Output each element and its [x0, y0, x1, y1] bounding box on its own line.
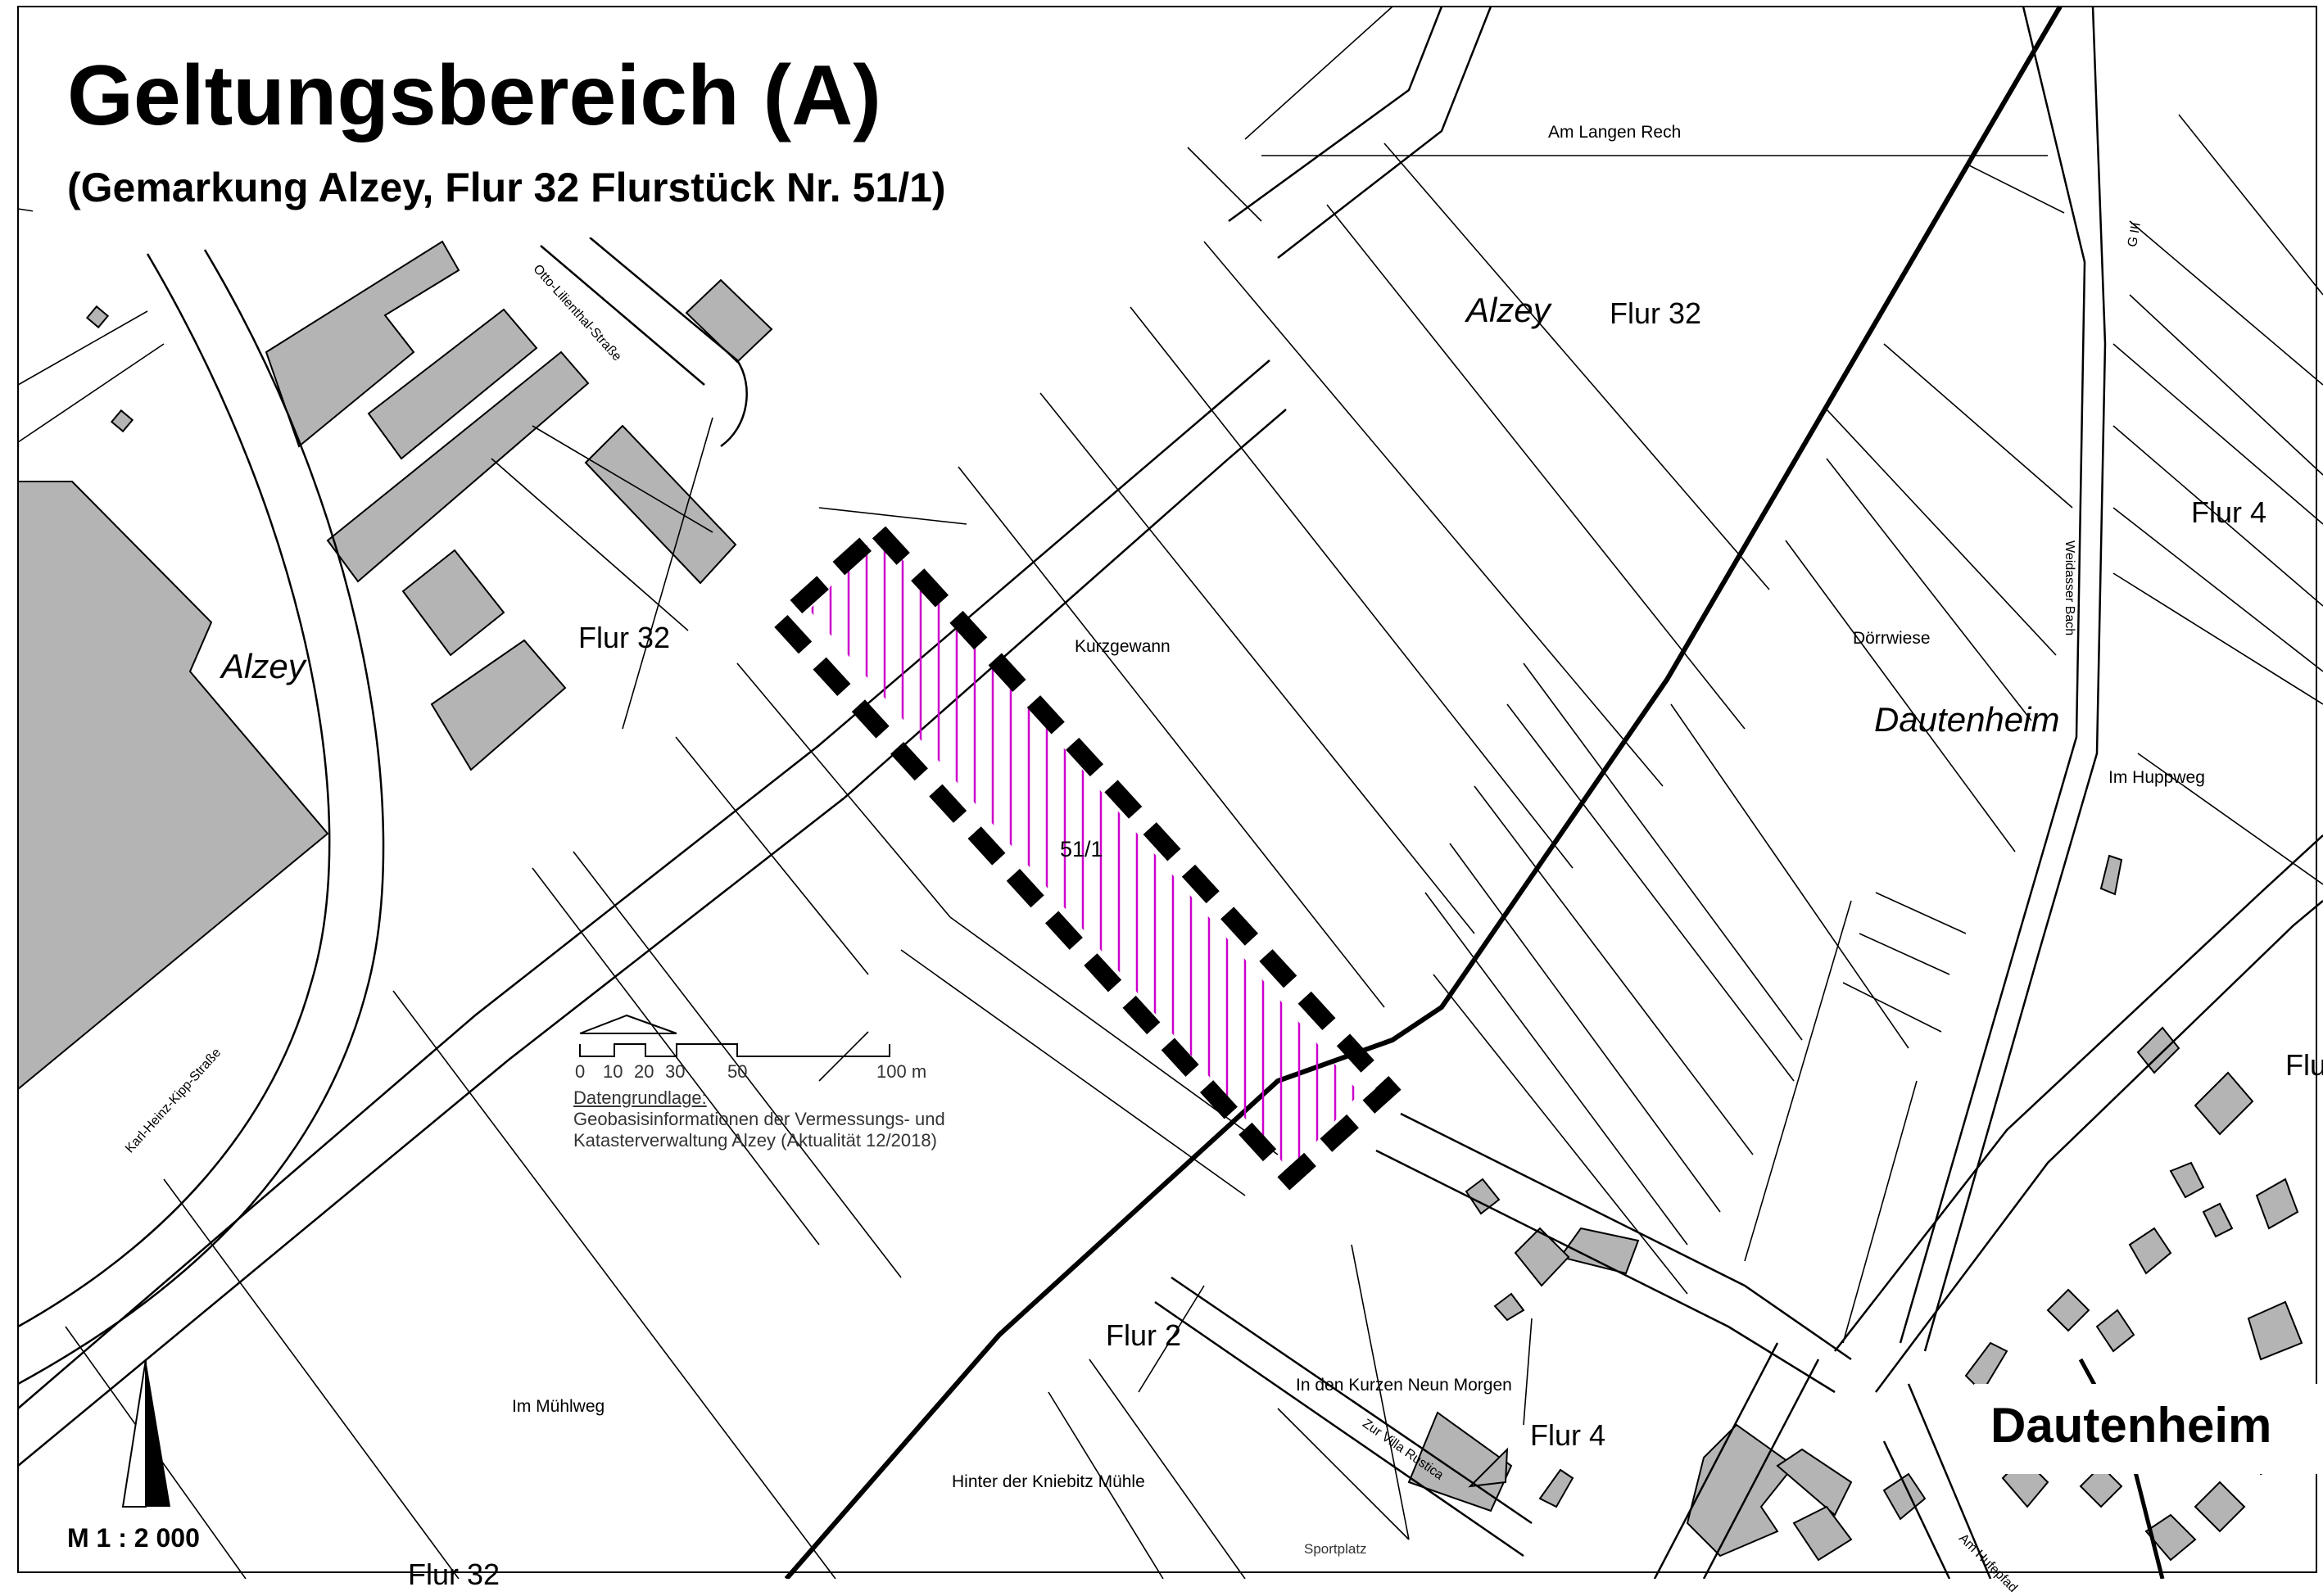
flur-label-4-bottom: Flur 4	[1530, 1418, 1606, 1452]
source-heading: Datengrundlage:	[573, 1087, 707, 1108]
field-am-langen-rech: Am Langen Rech	[1548, 123, 1682, 142]
map-scale: M 1 : 2 000	[67, 1523, 200, 1553]
field-im-muehlweg: Im Mühlweg	[512, 1397, 605, 1416]
field-hinter-der-kniebitz-muehle: Hinter der Kniebitz Mühle	[952, 1472, 1145, 1491]
flur-label-4-right: Flur 4	[2191, 495, 2267, 529]
flur-boundary	[784, 5, 2063, 1579]
source-line-2: Katasterverwaltung Alzey (Aktualität 12/…	[573, 1130, 937, 1151]
field-kurzgewann: Kurzgewann	[1075, 637, 1171, 656]
place-alzey-top: Alzey	[1466, 291, 1551, 329]
parcel-51-1-hatch	[809, 532, 1360, 1171]
scale-tick-10: 10	[603, 1061, 623, 1082]
field-in-den-kurzen-neun-morgen: In den Kurzen Neun Morgen	[1296, 1376, 1512, 1395]
roads	[17, 6, 2323, 1579]
map-subtitle: (Gemarkung Alzey, Flur 32 Flurstück Nr. …	[67, 165, 946, 210]
field-sportplatz: Sportplatz	[1304, 1541, 1367, 1557]
building-large	[17, 481, 329, 1092]
scale-tick-30: 30	[665, 1061, 686, 1082]
flur-label-32-mid: Flur 32	[578, 621, 671, 654]
buildings-industrial	[85, 240, 773, 771]
scale-tick-20: 20	[634, 1061, 654, 1082]
title-box	[33, 33, 1016, 237]
place-dautenheim: Dautenheim	[1874, 700, 2060, 739]
source-line-1: Geobasisinformationen der Vermessungs- u…	[573, 1109, 945, 1129]
north-arrow-icon	[121, 1359, 170, 1508]
scale-tick-50: 50	[727, 1061, 748, 1082]
parcel-number-51-1: 51/1	[1060, 837, 1103, 861]
field-im-huppweg: Im Huppweg	[2108, 768, 2205, 787]
stream-weidasser-bach: Weidasser Bach	[2063, 540, 2076, 636]
flur-label-32-top: Flur 32	[1610, 296, 1702, 330]
place-dautenheim-big: Dautenheim	[1982, 1394, 2280, 1457]
scale-tick-0: 0	[575, 1061, 586, 1082]
flur-label-edge: Flu	[2285, 1048, 2323, 1082]
scale-tick-100m: 100 m	[876, 1061, 927, 1082]
flur-label-32-bottom: Flur 32	[408, 1558, 500, 1591]
place-alzey-left: Alzey	[221, 647, 306, 685]
map-title: Geltungsbereich (A)	[67, 48, 881, 143]
field-doerrwiese: Dörrwiese	[1853, 629, 1931, 648]
flur-label-2: Flur 2	[1106, 1318, 1182, 1352]
scale-bar-icon	[579, 1014, 890, 1057]
geltungsbereich-boundary	[768, 519, 1401, 1191]
